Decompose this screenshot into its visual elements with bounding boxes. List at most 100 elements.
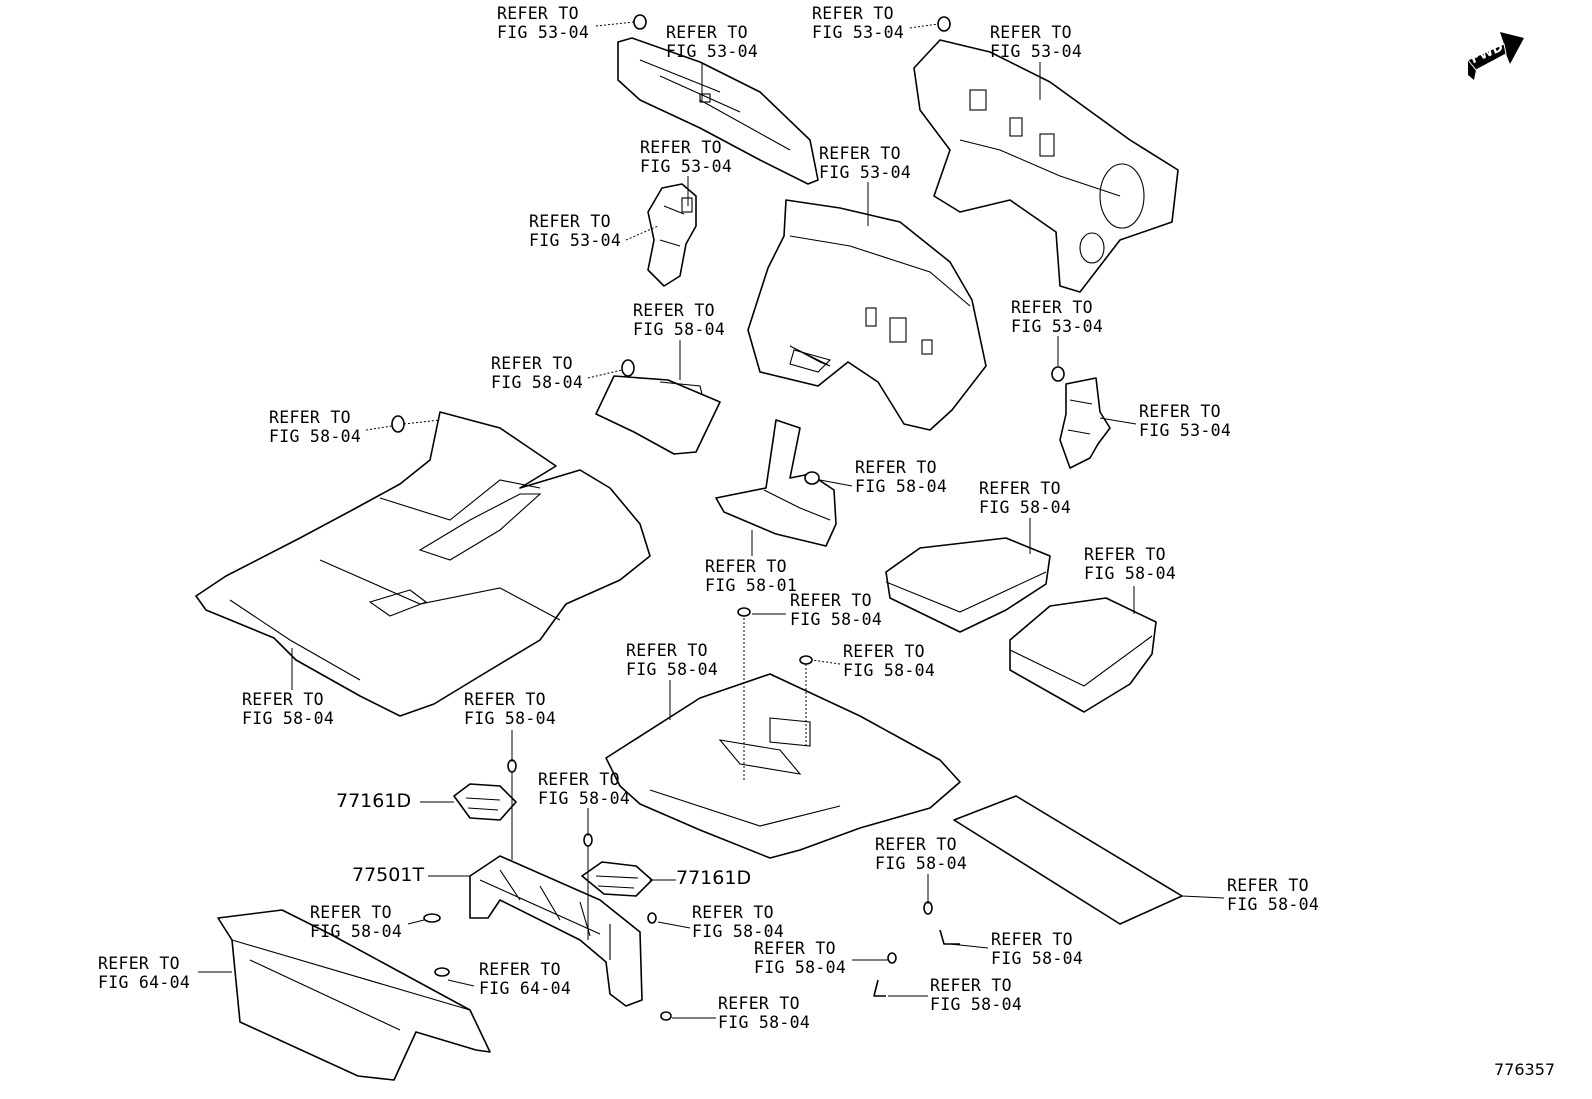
- ref-line-2: FIG 53-04: [640, 157, 733, 176]
- ref-line-1: REFER TO: [812, 4, 894, 23]
- ref-line-1: REFER TO: [626, 641, 708, 660]
- dash-insulator-center: [747, 199, 987, 431]
- ref-line-1: REFER TO: [692, 903, 774, 922]
- ref-line-1: REFER TO: [1139, 402, 1221, 421]
- ref-line-2: FIG 58-04: [464, 709, 557, 728]
- ref-line-1: REFER TO: [479, 960, 561, 979]
- ref-line-1: REFER TO: [819, 144, 901, 163]
- ref-line-1: REFER TO: [98, 954, 180, 973]
- ref-line-1: REFER TO: [1084, 545, 1166, 564]
- trunk-mat-long: [953, 795, 1183, 925]
- ref-line-1: REFER TO: [790, 591, 872, 610]
- ref-line-2: FIG 58-04: [310, 922, 403, 941]
- ref-line-2: FIG 58-04: [491, 373, 584, 392]
- ref-line-1: REFER TO: [640, 138, 722, 157]
- ref-line-1: REFER TO: [1227, 876, 1309, 895]
- front-floor-carpet: [195, 411, 651, 717]
- clip-icons: [391, 14, 1065, 1021]
- ref-line-1: REFER TO: [242, 690, 324, 709]
- tonneau-cover: [217, 909, 491, 1081]
- ref-line-1: REFER TO: [538, 770, 620, 789]
- ref-line-2: FIG 58-04: [633, 320, 726, 339]
- ref-line-2: FIG 58-04: [875, 854, 968, 873]
- ref-line-2: FIG 53-04: [1011, 317, 1104, 336]
- ref-line-2: FIG 53-04: [819, 163, 912, 182]
- ref-line-2: FIG 58-04: [538, 789, 631, 808]
- ref-line-1: REFER TO: [843, 642, 925, 661]
- ref-line-1: REFER TO: [464, 690, 546, 709]
- ref-line-1: REFER TO: [705, 557, 787, 576]
- ref-line-1: REFER TO: [1011, 298, 1093, 317]
- ref-line-2: FIG 58-04: [242, 709, 335, 728]
- part-number-bracket: 77501T: [352, 864, 425, 886]
- part-number-tray-left: 77161D: [336, 790, 412, 812]
- ref-line-2: FIG 58-04: [930, 995, 1023, 1014]
- part-number-tray-right: 77161D: [676, 867, 752, 889]
- leader-lines: [198, 21, 1225, 1019]
- dash-panel-strip: [617, 37, 819, 185]
- ref-line-1: REFER TO: [718, 994, 800, 1013]
- ref-line-2: FIG 58-04: [855, 477, 948, 496]
- ref-line-1: REFER TO: [666, 23, 748, 42]
- ref-line-1: REFER TO: [529, 212, 611, 231]
- tray-left: [453, 783, 517, 821]
- ref-line-1: REFER TO: [930, 976, 1012, 995]
- ref-line-1: REFER TO: [269, 408, 351, 427]
- floor-silencer-center: [715, 419, 837, 547]
- tray-right: [581, 861, 653, 897]
- floor-pad-small: [595, 375, 721, 455]
- ref-line-2: FIG 53-04: [529, 231, 622, 250]
- ref-line-2: FIG 58-01: [705, 576, 798, 595]
- ref-line-2: FIG 58-04: [626, 660, 719, 679]
- ref-line-2: FIG 58-04: [754, 958, 847, 977]
- ref-line-2: FIG 53-04: [812, 23, 905, 42]
- ref-line-2: FIG 58-04: [991, 949, 1084, 968]
- ref-line-2: FIG 58-04: [790, 610, 883, 629]
- dash-insulator-right-top: [913, 39, 1179, 293]
- ref-line-2: FIG 53-04: [666, 42, 759, 61]
- side-insulator-left: [647, 183, 697, 287]
- ref-line-2: FIG 58-04: [979, 498, 1072, 517]
- ref-line-2: FIG 53-04: [497, 23, 590, 42]
- ref-line-2: FIG 58-04: [1227, 895, 1320, 914]
- illustration-id: 776357: [1494, 1060, 1556, 1079]
- ref-line-2: FIG 53-04: [1139, 421, 1232, 440]
- ref-line-2: FIG 58-04: [718, 1013, 811, 1032]
- fwd-arrow-icon: [1467, 32, 1524, 80]
- ref-line-2: FIG 58-04: [269, 427, 362, 446]
- ref-line-1: REFER TO: [310, 903, 392, 922]
- luggage-box-b: [1009, 597, 1157, 713]
- ref-line-1: REFER TO: [855, 458, 937, 477]
- ref-line-2: FIG 64-04: [479, 979, 572, 998]
- console-bracket: [469, 855, 643, 1007]
- ref-line-1: REFER TO: [875, 835, 957, 854]
- ref-line-1: REFER TO: [990, 23, 1072, 42]
